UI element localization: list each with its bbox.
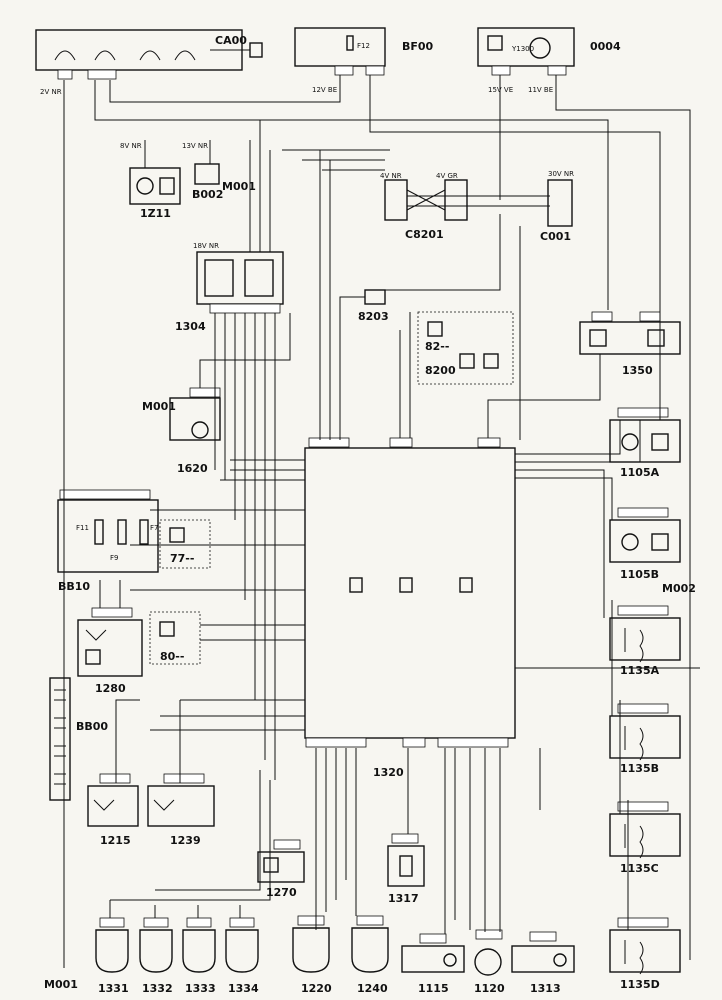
- component-1215: 1215: [87, 773, 139, 847]
- component-1317: 1317: [387, 833, 425, 905]
- code-4v-gr: 4V GR: [436, 172, 458, 180]
- component-1220: 1220: [292, 915, 332, 995]
- label-ca00: CA00: [215, 34, 247, 47]
- fuse-f11-label: F11: [76, 524, 89, 532]
- label-1332: 1332: [142, 982, 173, 995]
- component-bb10: F11 F9 F7 BB10: [57, 489, 159, 593]
- label-m001-bottom: M001: [44, 978, 78, 991]
- component-1115: 1115: [401, 933, 465, 995]
- component-0004: Y1300 0004: [477, 27, 621, 76]
- code-12v-be: 12V BE: [312, 86, 337, 94]
- label-1333: 1333: [185, 982, 216, 995]
- code-30v-nr: 30V NR: [548, 170, 574, 178]
- component-80: 80--: [149, 611, 201, 665]
- code-11v-be: 11V BE: [528, 86, 553, 94]
- label-1135b: 1135B: [620, 762, 659, 775]
- label-1270: 1270: [266, 886, 297, 899]
- label-bb10: BB10: [58, 580, 90, 593]
- label-1105a: 1105A: [620, 466, 660, 479]
- component-1331: 1331: [95, 917, 129, 995]
- component-1135c: 1135C: [609, 801, 681, 875]
- label-1240: 1240: [357, 982, 388, 995]
- code-4v-nr: 4V NR: [380, 172, 402, 180]
- component-b002: B002: [192, 163, 223, 201]
- component-1239: 1239: [147, 773, 215, 847]
- component-1135d: 1135D: [609, 917, 681, 991]
- label-1331: 1331: [98, 982, 129, 995]
- fuse-f9-label: F9: [110, 554, 118, 562]
- label-bb00: BB00: [76, 720, 108, 733]
- component-c8201: C8201 4V NR 4V GR: [380, 172, 468, 241]
- label-1320: 1320: [373, 766, 404, 779]
- component-1135a: 1135A: [609, 605, 681, 677]
- component-8200: 82-- 8200: [417, 311, 514, 385]
- label-1115: 1115: [418, 982, 449, 995]
- component-77: 77--: [159, 519, 211, 569]
- label-c8201: C8201: [405, 228, 444, 241]
- label-m002: M002: [662, 582, 696, 595]
- component-8203: 8203: [358, 289, 389, 323]
- component-1105a: 1105A: [609, 407, 681, 479]
- label-1135c: 1135C: [620, 862, 659, 875]
- label-1120: 1120: [474, 982, 505, 995]
- code-13v-nr: 13V NR: [182, 142, 208, 150]
- label-m001-top: M001: [222, 180, 256, 193]
- component-1135b: 1135B: [609, 703, 681, 775]
- label-m001-mid: M001: [142, 400, 176, 413]
- label-1304: 1304: [175, 320, 206, 333]
- fuse-f12-label: F12: [357, 42, 370, 50]
- component-1320: 1320: [304, 437, 516, 779]
- label-77: 77--: [170, 552, 194, 565]
- component-1270: 1270: [257, 839, 305, 899]
- code-18v-nr: 18V NR: [193, 242, 219, 250]
- component-1240: 1240: [351, 915, 389, 995]
- code-y1300: Y1300: [511, 45, 534, 53]
- label-1215: 1215: [100, 834, 131, 847]
- component-1313: 1313: [511, 931, 575, 995]
- label-1220: 1220: [301, 982, 332, 995]
- component-ca00: CA00: [35, 29, 263, 80]
- component-1350: 1350: [579, 311, 681, 377]
- component-1332: 1332: [139, 917, 173, 995]
- component-bf00: F12 BF00: [294, 27, 434, 76]
- label-c001: C001: [540, 230, 571, 243]
- code-15v-ve: 15V VE: [488, 86, 513, 94]
- component-1120: 1120: [474, 929, 505, 995]
- label-1135d: 1135D: [620, 978, 660, 991]
- label-b002: B002: [192, 188, 223, 201]
- component-1304: 18V NR 1304: [175, 242, 284, 333]
- label-82: 82--: [425, 340, 449, 353]
- label-bf00: BF00: [402, 40, 434, 53]
- label-1135a: 1135A: [620, 664, 660, 677]
- code-8v-nr: 8V NR: [120, 142, 142, 150]
- label-8200: 8200: [425, 364, 456, 377]
- label-1313: 1313: [530, 982, 561, 995]
- component-1105b: 1105B M002: [609, 507, 696, 595]
- label-1239: 1239: [170, 834, 201, 847]
- label-1350: 1350: [622, 364, 653, 377]
- component-c001: 30V NR C001: [540, 170, 574, 243]
- label-1334: 1334: [228, 982, 259, 995]
- component-1333: 1333: [182, 917, 216, 995]
- component-1620: 1620: [169, 387, 221, 475]
- component-1280: 1280: [77, 607, 143, 695]
- component-bb00: BB00: [49, 677, 108, 801]
- label-1z11: 1Z11: [140, 207, 171, 220]
- code-2v-nr: 2V NR: [40, 88, 62, 96]
- label-1280: 1280: [95, 682, 126, 695]
- label-0004: 0004: [590, 40, 621, 53]
- label-1620: 1620: [177, 462, 208, 475]
- label-1105b: 1105B: [620, 568, 659, 581]
- component-1334: 1334: [225, 917, 259, 995]
- wiring: [63, 75, 700, 968]
- label-80: 80--: [160, 650, 184, 663]
- label-1317: 1317: [388, 892, 419, 905]
- fuse-f7-label: F7: [150, 524, 158, 532]
- label-8203: 8203: [358, 310, 389, 323]
- component-1z11: 1Z11: [129, 167, 181, 220]
